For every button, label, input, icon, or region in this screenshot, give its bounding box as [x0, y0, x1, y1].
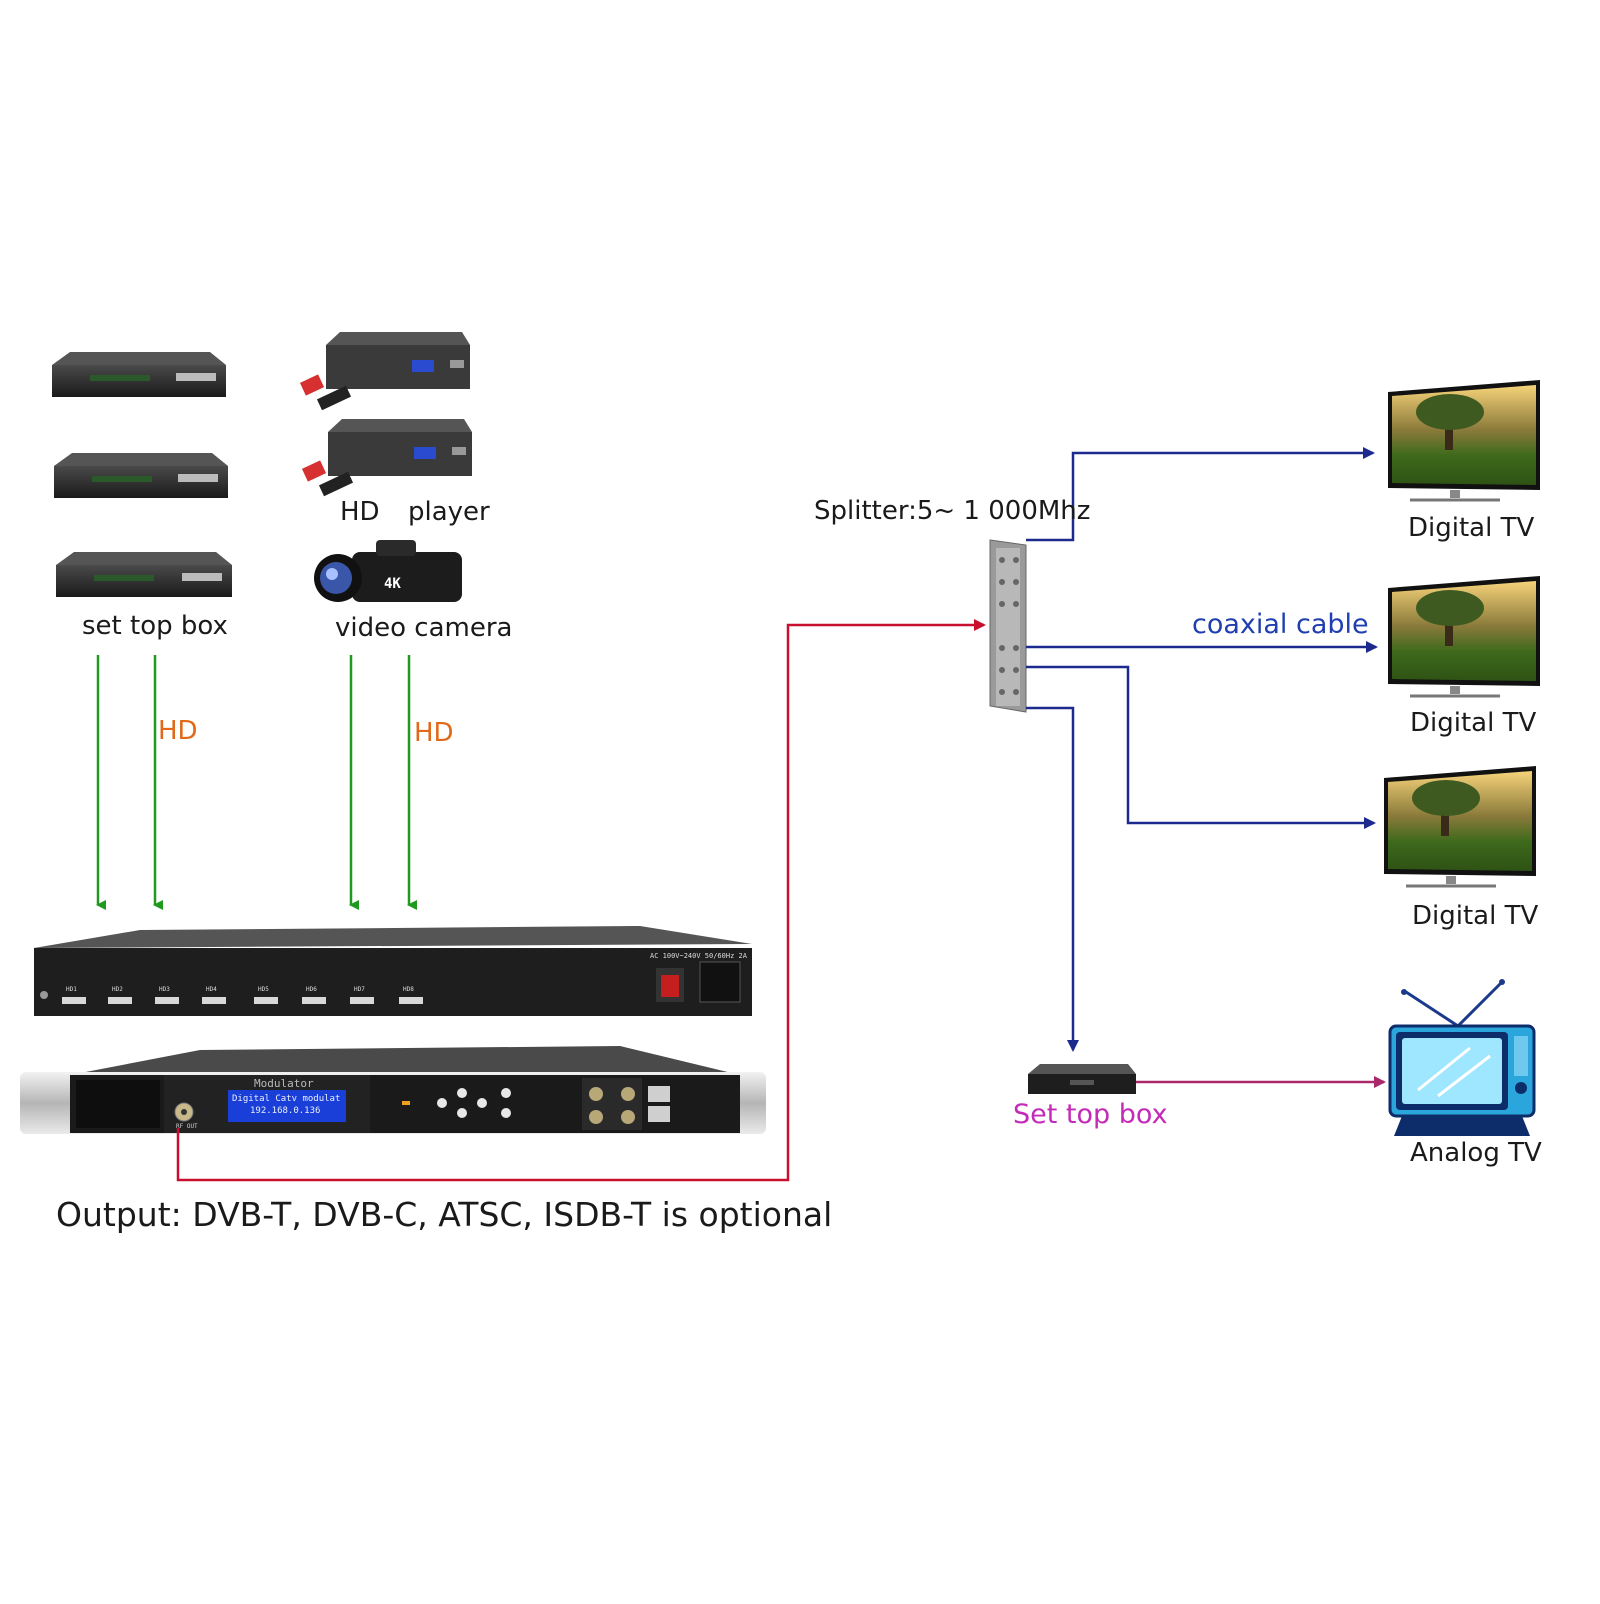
encoder-power-text: AC 100V~240V 50/60Hz 2A [650, 952, 748, 960]
modulator-title: Modulator [254, 1077, 314, 1090]
hdmi-port-label: HD7 [354, 986, 365, 993]
video-camera-label: video camera [335, 613, 513, 643]
distribution-set-top-box-label: Set top box [1013, 1099, 1168, 1130]
hdmi-port-icon [254, 997, 278, 1004]
set-top-box-3 [56, 552, 232, 597]
hdmi-port-label: HD3 [159, 986, 170, 993]
hdmi-port-label: HD4 [206, 986, 217, 993]
set-top-box-2 [54, 453, 228, 498]
hdmi-port-label: HD6 [306, 986, 317, 993]
hd-player-label-player: player [408, 497, 490, 527]
splitter-icon [989, 539, 1027, 713]
hdmi-port-icon [62, 997, 86, 1004]
rf-output-line [176, 619, 986, 1182]
hdmi-port-label: HD1 [66, 986, 77, 993]
hd-label-right: HD [414, 718, 454, 748]
lcd-line-1: Digital Catv modulat [232, 1094, 340, 1104]
output-standards-label: Output: DVB-T, DVB-C, ATSC, ISDB-T is op… [56, 1195, 833, 1234]
modulator-front-panel: Modulator Digital Catv modulat 192.168.0… [20, 1046, 766, 1134]
digital-tv-2-icon [1388, 576, 1540, 698]
rf-out-label: RF OUT [176, 1123, 198, 1130]
hdmi-port-icon [350, 997, 374, 1004]
hd-player-2 [301, 419, 472, 497]
set-top-box-label: set top box [82, 611, 228, 641]
distribution-set-top-box-icon [1028, 1064, 1136, 1094]
digital-tv-2-label: Digital TV [1410, 708, 1537, 738]
digital-tv-1-icon [1388, 380, 1540, 502]
coaxial-cable-label: coaxial cable [1192, 609, 1369, 640]
camera-4k-badge: 4K [384, 576, 401, 592]
digital-tv-3-icon [1384, 766, 1536, 888]
lcd-line-2: 192.168.0.136 [250, 1106, 320, 1116]
hdmi-port-icon [155, 997, 179, 1004]
hdmi-port-icon [108, 997, 132, 1004]
input-arrows [96, 655, 417, 910]
hdmi-port-icon [302, 997, 326, 1004]
hdmi-port-label: HD2 [112, 986, 123, 993]
hd-player-label-hd: HD [340, 497, 380, 527]
video-camera-icon: 4K [314, 540, 462, 602]
analog-tv-label: Analog TV [1410, 1138, 1542, 1168]
hdmi-port-label: HD5 [258, 986, 269, 993]
splitter-label: Splitter:5~ 1 000Mhz [814, 496, 1091, 526]
digital-tv-1-label: Digital TV [1408, 513, 1535, 543]
hdmi-port-icon [399, 997, 423, 1004]
set-top-box-1 [52, 352, 226, 397]
hd-label-left: HD [158, 716, 198, 746]
coaxial-lines [1026, 447, 1378, 1052]
hdmi-port-icon [202, 997, 226, 1004]
analog-tv-icon [1388, 979, 1536, 1136]
hd-player-1 [299, 332, 470, 411]
hdmi-port-label: HD8 [403, 986, 414, 993]
encoder-rear-panel: HD1 HD2 HD3 HD4 HD5 HD6 HD7 HD8 AC 100V~240V 50… [34, 926, 752, 1016]
digital-tv-3-label: Digital TV [1412, 901, 1539, 931]
